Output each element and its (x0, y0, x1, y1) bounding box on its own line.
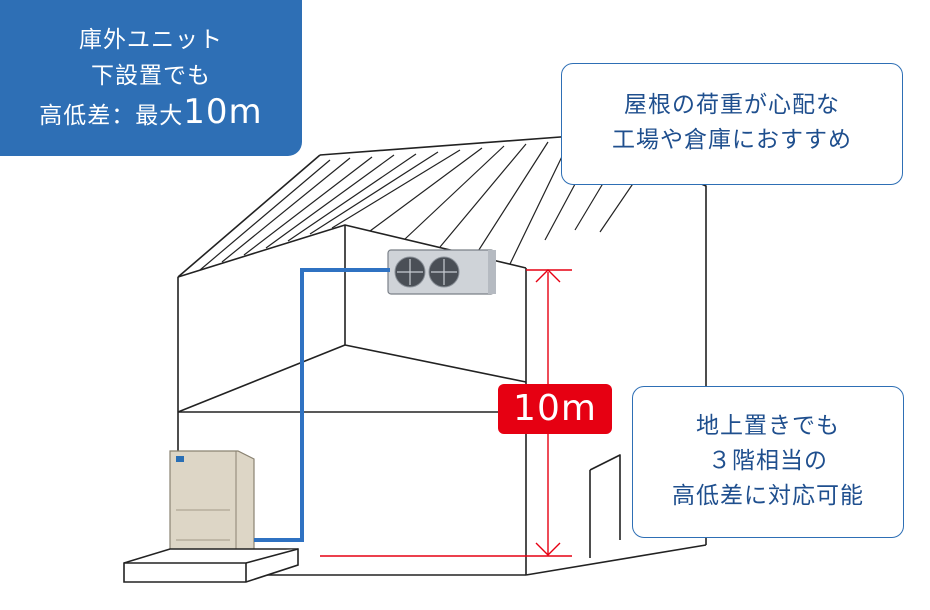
top-info-badge: 庫外ユニット 下設置でも 高低差：最大10m (0, 0, 302, 156)
building-outline (177, 134, 707, 576)
ground-callout-line-3: 高低差に対応可能 (672, 483, 864, 509)
roof-callout: 屋根の荷重が心配な 工場や倉庫におすすめ (561, 63, 903, 185)
ground-callout-line-2: ３階相当の (708, 448, 828, 474)
badge-line-3: 高低差：最大10m (0, 94, 302, 134)
height-label: 10m (498, 384, 612, 434)
badge-line-3-prefix: 高低差：最大 (39, 103, 184, 129)
roof-callout-line-2: 工場や倉庫におすすめ (612, 127, 852, 153)
indoor-unit (387, 249, 496, 295)
roof-callout-line-1: 屋根の荷重が心配な (624, 92, 840, 118)
badge-line-2: 下設置でも (91, 63, 211, 89)
roof-hatching (199, 139, 646, 271)
badge-height-value: 10m (183, 92, 263, 132)
ground-callout: 地上置きでも ３階相当の 高低差に対応可能 (632, 386, 904, 538)
concrete-base (123, 548, 299, 583)
badge-line-1: 庫外ユニット (79, 27, 223, 53)
ground-callout-line-1: 地上置きでも (696, 413, 840, 439)
refrigerant-pipe (254, 268, 390, 542)
